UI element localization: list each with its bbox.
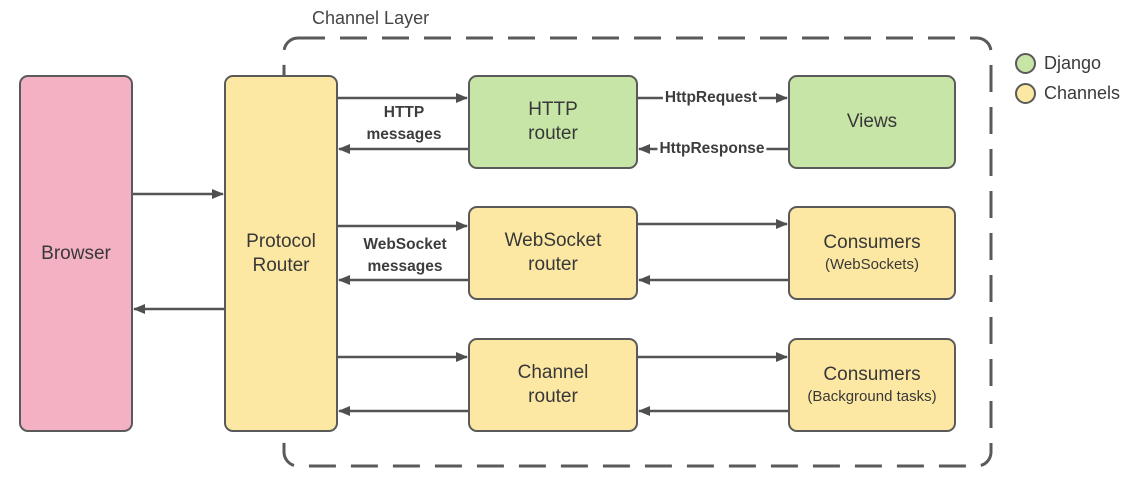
- node-consumers-websockets-label: Consumers: [823, 232, 921, 254]
- edge-label-websocket-messages-line1: WebSocket: [363, 236, 447, 253]
- edge-label-websocket-messages-line2: messages: [367, 257, 443, 275]
- edge-label-http-response: HttpResponse: [657, 140, 767, 158]
- legend-item-django: Django: [1015, 53, 1101, 74]
- node-views: Views: [788, 75, 956, 169]
- node-consumers-background-label: Consumers: [823, 364, 921, 386]
- legend-swatch-channels: [1015, 83, 1036, 104]
- edge-label-websocket-messages: WebSocket messages: [341, 234, 469, 277]
- node-websocket-router-label-line2: router: [528, 254, 578, 275]
- node-websocket-router: WebSocket router: [468, 206, 638, 300]
- node-consumers-background-sublabel: (Background tasks): [807, 388, 937, 406]
- node-channel-router-label-line1: Channel: [517, 362, 589, 384]
- legend-item-channels: Channels: [1015, 83, 1120, 104]
- node-consumers-websockets-sublabel: (WebSockets): [825, 256, 919, 274]
- edge-label-http-messages: HTTP messages: [344, 102, 464, 145]
- legend-label-channels: Channels: [1044, 83, 1121, 103]
- node-protocol-router-label-line1: Protocol: [246, 230, 316, 252]
- node-websocket-router-label-line1: WebSocket: [504, 230, 602, 252]
- node-http-router-label-line2: router: [528, 123, 578, 144]
- node-channel-router: Channel router: [468, 338, 638, 432]
- node-consumers-background-tasks: Consumers (Background tasks): [788, 338, 956, 432]
- node-http-router: HTTP router: [468, 75, 638, 169]
- edge-label-http-messages-line1: HTTP: [383, 104, 425, 121]
- node-protocol-router: Protocol Router: [224, 75, 338, 432]
- channel-layer-title: Channel Layer: [312, 8, 430, 28]
- node-browser-label: Browser: [41, 242, 111, 264]
- edge-label-http-request: HttpRequest: [662, 89, 760, 107]
- node-protocol-router-label-line2: Router: [252, 254, 310, 276]
- node-browser: Browser: [19, 75, 133, 432]
- legend-swatch-django: [1015, 53, 1036, 74]
- node-http-router-label-line1: HTTP: [528, 99, 578, 121]
- edge-label-http-messages-line2: messages: [366, 125, 442, 143]
- node-views-label: Views: [846, 111, 898, 133]
- node-channel-router-label-line2: router: [528, 386, 578, 407]
- node-consumers-websockets: Consumers (WebSockets): [788, 206, 956, 300]
- legend-label-django: Django: [1044, 53, 1102, 73]
